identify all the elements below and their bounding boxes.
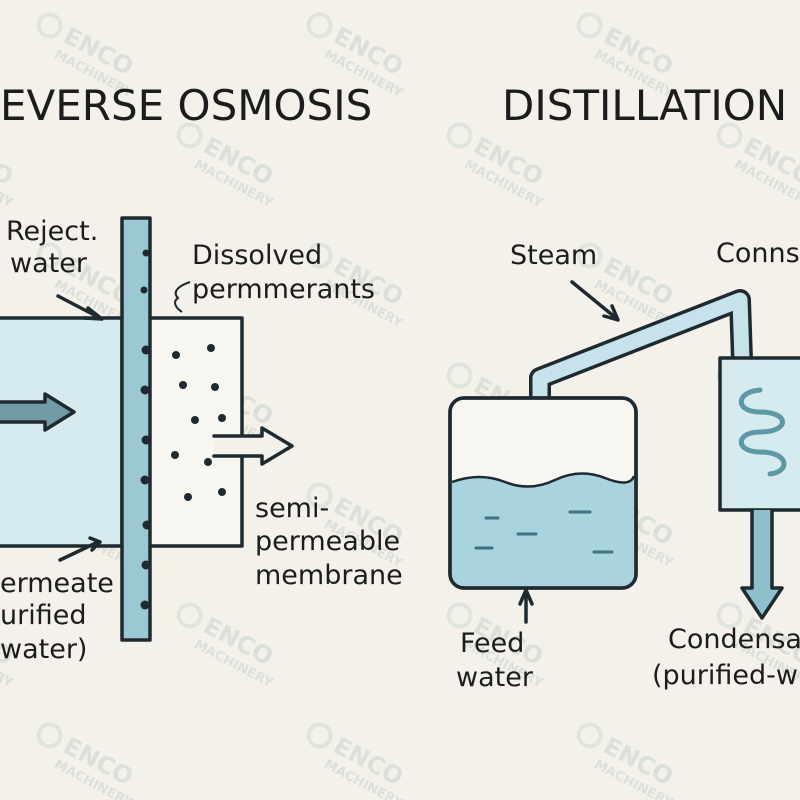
membrane-label-line-1: semi-: [255, 493, 329, 524]
ro-feed-chamber: [0, 316, 124, 548]
ro-membrane: [120, 216, 152, 642]
permeate-label-line-3: water): [0, 634, 87, 665]
distillation-section: DISTILLATION Steam Conns Feed wate: [448, 81, 800, 693]
watermark-logo-icon: [36, 12, 63, 39]
watermark-logo-icon: [446, 122, 473, 149]
watermark-logo-icon: [306, 722, 333, 749]
reject-arrowhead-icon: [82, 306, 104, 321]
watermark-logo-icon: [176, 602, 203, 629]
feed-label-line-1: Feed: [460, 628, 524, 659]
watermark-logo-icon: [576, 12, 603, 39]
ro-permeate-chamber: [144, 316, 244, 548]
watermark-logo-icon: [36, 242, 63, 269]
steam-arrowhead-icon: [602, 304, 620, 322]
permeate-label-line-2: urified: [0, 600, 86, 631]
condensate-label-line-1: Condensa: [668, 624, 800, 655]
permeate-arrowhead-icon: [88, 536, 102, 552]
steam-leader-line: [570, 280, 618, 320]
condenser-label: Conns: [716, 238, 800, 269]
watermark-logo-icon: [446, 602, 473, 629]
permeate-label-line-1: ermeate: [0, 568, 114, 599]
reject-leader-line: [56, 294, 102, 320]
membrane-label-line-3: membrane: [255, 560, 403, 591]
watermark-logo-icon: [716, 122, 743, 149]
watermark-logo-icon: [306, 482, 333, 509]
watermark-logo-icon: [306, 242, 333, 269]
boiler-water: [452, 473, 634, 586]
boiler-outline: [448, 396, 638, 590]
permeate-leader-line: [58, 540, 100, 562]
feed-arrowhead-icon: [518, 588, 534, 606]
watermark-logo-icon: [576, 722, 603, 749]
condensate-arrow-icon: [740, 508, 784, 620]
dissolved-leader-line: [174, 281, 191, 313]
watermark-logo-icon: [306, 12, 333, 39]
membrane-label-line-2: permeable: [255, 526, 400, 557]
membrane-dots: [140, 249, 152, 610]
ro-title: EVERSE OSMOSIS: [0, 81, 372, 130]
watermark-logo-icon: [36, 722, 63, 749]
water-ripples: [474, 510, 614, 554]
steam-pipe: [532, 292, 750, 402]
water-surface: [451, 472, 636, 488]
dissolved-label-line-1: Dissolved: [192, 240, 322, 271]
permeate-out-arrow-icon: [212, 426, 294, 466]
reject-label-line-1: Reject.: [6, 216, 98, 247]
reject-label-line-2: water: [10, 248, 88, 279]
feed-arrow-icon: [0, 392, 76, 432]
watermark-logo-icon: [446, 362, 473, 389]
feed-label-line-2: water: [456, 662, 534, 693]
reverse-osmosis-section: EVERSE OSMOSIS: [0, 81, 403, 665]
distillation-title: DISTILLATION: [502, 81, 787, 130]
watermark-logo-icon: [576, 242, 603, 269]
watermark-logo-icon: [176, 122, 203, 149]
dissolved-label-line-2: permmerants: [192, 274, 375, 305]
steam-label: Steam: [510, 240, 597, 271]
watermark-logo-icon: [716, 602, 743, 629]
permeate-dots: [171, 344, 226, 501]
watermark-brand: ENCO: [0, 132, 18, 192]
condensate-label-line-2: (purified-w: [652, 660, 798, 691]
condenser-coil-icon: [738, 387, 787, 477]
